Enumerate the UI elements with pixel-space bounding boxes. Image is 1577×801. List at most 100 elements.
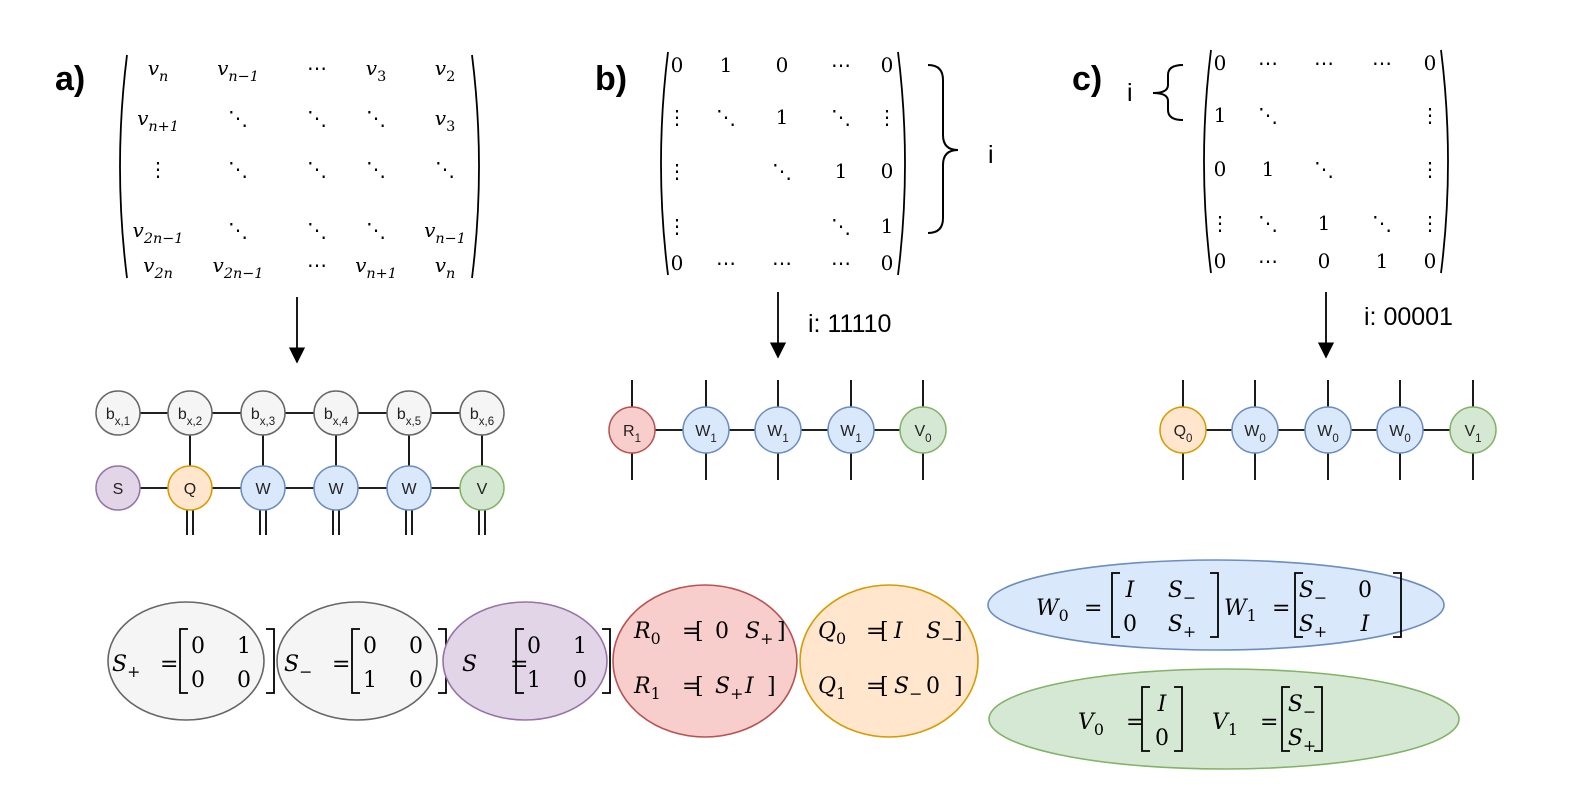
equation-lhs: Q0 <box>818 619 846 648</box>
tensor-node-label: Q <box>184 481 196 498</box>
legend-ellipse <box>987 559 1445 651</box>
matrix-entry: ⋱ <box>1258 211 1278 235</box>
tensor-node-label: bx,4 <box>324 406 349 428</box>
matrix-entry: ⋱ <box>1314 157 1334 181</box>
row-bracket: ] <box>954 674 963 699</box>
tensor-node <box>95 390 141 436</box>
left-bracket <box>1294 572 1303 638</box>
vector-entry: I <box>1157 692 1168 717</box>
tensor-node <box>899 406 947 454</box>
matrix-entry: I <box>1125 578 1136 603</box>
right-bracket <box>1210 572 1219 638</box>
tensor-node-label: S <box>113 481 124 498</box>
equals-sign: = <box>160 652 178 677</box>
row-bracket: ] <box>767 674 776 699</box>
panel-a-label: a) <box>55 60 85 98</box>
row-bracket: ] <box>777 619 786 644</box>
tensor-node-label: W0 <box>1317 423 1339 445</box>
legend-ellipse <box>799 584 979 738</box>
tensor-node-label: W1 <box>840 423 862 445</box>
matrix-entry: vn+1 <box>355 253 397 282</box>
matrix-entry: ⋱ <box>435 157 455 181</box>
matrix-entry: 0 <box>237 668 251 693</box>
tensor-node-label: W1 <box>695 423 717 445</box>
tensor-node-label: Q0 <box>1174 423 1193 445</box>
matrix-entry: S− <box>1168 578 1196 607</box>
equation-lhs: R0 <box>633 619 661 648</box>
matrix-entry: 0 <box>1424 249 1437 273</box>
matrix-entry: v2n−1 <box>133 218 184 247</box>
matrix-entry: 1 <box>527 668 541 693</box>
tensor-node-label: V0 <box>914 423 931 445</box>
matrix-entry: ⋱ <box>831 105 851 129</box>
tensor-node-label: W0 <box>1389 423 1411 445</box>
tensor-node-label: bx,5 <box>397 406 421 428</box>
matrix-entry: 0 <box>881 53 894 77</box>
tensor-node-label: W <box>401 481 417 498</box>
matrix-entry: 0 <box>881 251 894 275</box>
matrix-entry: ⋯ <box>1372 51 1392 75</box>
matrix-entry: ⋱ <box>228 157 248 181</box>
left-bracket <box>351 628 360 694</box>
tensor-node-label: W1 <box>767 423 789 445</box>
equation-lhs: W0 <box>1036 596 1069 625</box>
tensor-node <box>608 406 656 454</box>
matrix-entry: 1 <box>237 634 251 659</box>
equals-sign: = <box>682 619 700 644</box>
tensor-node <box>386 465 432 511</box>
matrix-entry: 0 <box>1214 249 1227 273</box>
equals-sign: = <box>866 619 884 644</box>
matrix-entry: ⋯ <box>1314 51 1334 75</box>
tensor-node <box>313 465 359 511</box>
tensor-node <box>167 390 213 436</box>
right-bracket <box>266 628 275 694</box>
matrix-entry: 1 <box>1376 249 1389 273</box>
legend-ellipse <box>276 601 438 721</box>
tensor-node <box>827 406 875 454</box>
row-bracket: ] <box>954 619 963 644</box>
equals-sign: = <box>332 652 350 677</box>
equation-lhs: V1 <box>1212 710 1238 739</box>
right-paren <box>897 51 906 276</box>
matrix-entry: v3 <box>435 106 455 135</box>
matrix-entry: 0 <box>671 251 684 275</box>
matrix-entry: 0 <box>776 53 789 77</box>
matrix-entry: ⋯ <box>307 253 327 277</box>
legend-ellipse <box>107 601 265 721</box>
equals-sign: = <box>682 674 700 699</box>
matrix-entry: 0 <box>363 634 377 659</box>
matrix-entry: ⋱ <box>772 159 792 183</box>
left-bracket <box>515 628 524 694</box>
matrix-entry: S+ <box>745 619 773 648</box>
matrix-entry: ⋮ <box>877 105 897 129</box>
tensor-node <box>95 465 141 511</box>
legend-ellipse <box>988 668 1460 770</box>
left-bracket <box>1281 686 1290 752</box>
matrix-entry: ⋱ <box>228 106 248 130</box>
matrix-entry: ⋱ <box>366 106 386 130</box>
matrix-entry: 0 <box>1318 249 1331 273</box>
left-paren <box>660 51 669 276</box>
matrix-entry: 0 <box>191 668 205 693</box>
right-bracket <box>1393 572 1402 638</box>
tensor-node <box>682 406 730 454</box>
matrix-entry: S+ <box>1299 612 1327 641</box>
equals-sign: = <box>1272 596 1290 621</box>
tensor-node-label: bx,3 <box>251 406 275 428</box>
matrix-entry: ⋱ <box>716 105 736 129</box>
tensor-node <box>459 390 505 436</box>
tensor-node-label: V1 <box>1464 423 1481 445</box>
vector-entry: S+ <box>1288 726 1316 755</box>
matrix-entry: 1 <box>1318 211 1331 235</box>
tensor-node <box>386 390 432 436</box>
row-bracket: [ <box>880 619 889 644</box>
matrix-entry: ⋮ <box>148 157 168 181</box>
equals-sign: = <box>1126 710 1144 735</box>
matrix-entry: ⋮ <box>1420 157 1440 181</box>
matrix-entry: 1 <box>776 105 789 129</box>
matrix-entry: ⋱ <box>1258 103 1278 127</box>
matrix-entry: ⋮ <box>1210 211 1230 235</box>
